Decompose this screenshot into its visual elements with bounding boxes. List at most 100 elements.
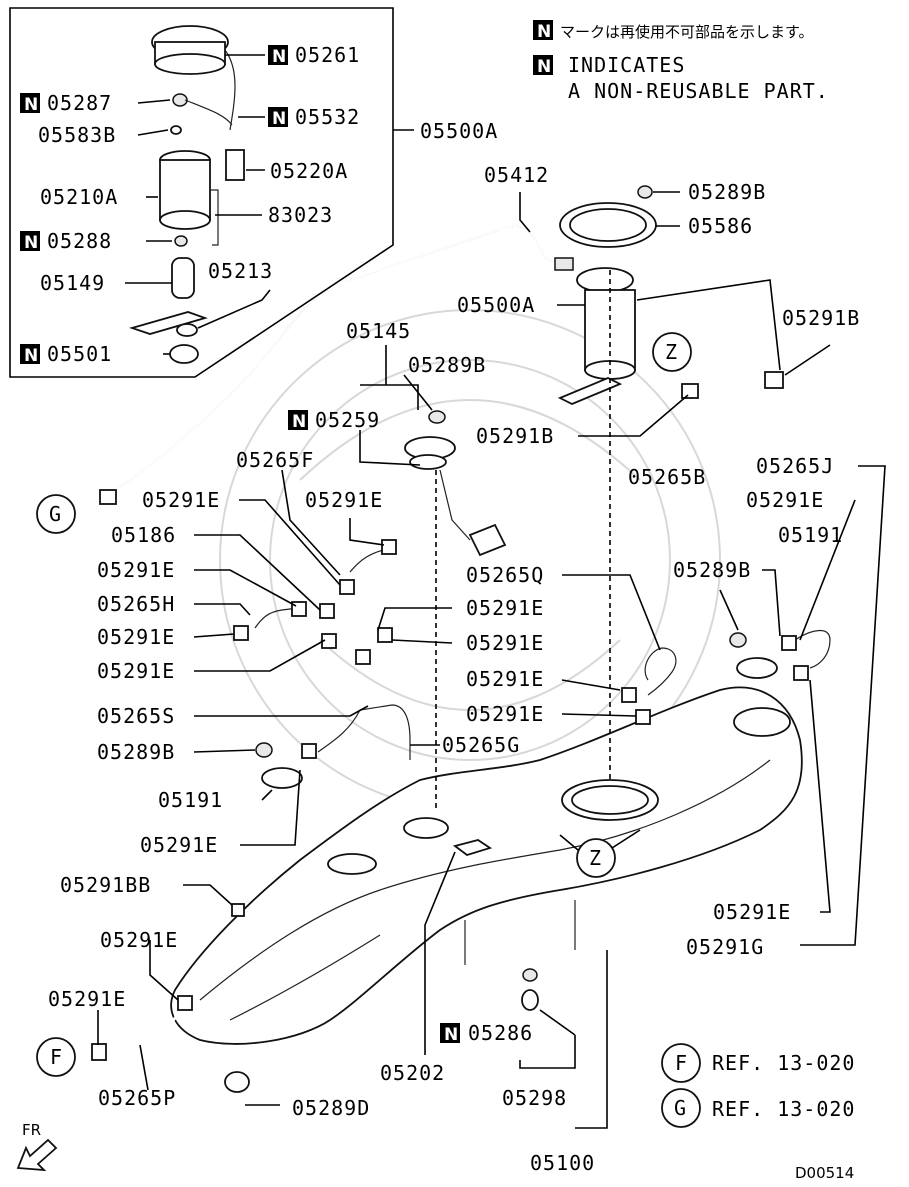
- label-05412: 05412: [484, 163, 549, 187]
- svg-text:N: N: [272, 47, 286, 67]
- ref-text-g: REF. 13-020: [712, 1097, 855, 1121]
- label-05265P: 05265P: [98, 1086, 176, 1110]
- svg-text:N: N: [24, 95, 38, 115]
- label-05500A-box: 05500A: [420, 119, 498, 143]
- legend-english-line-1: INDICATES: [568, 53, 685, 77]
- label-05291E-r2: 05291E: [713, 900, 791, 924]
- legend-english-line-2: A NON-REUSABLE PART.: [568, 79, 829, 103]
- label-05291E-k: 05291E: [100, 928, 178, 952]
- fuel-line-connector: [99, 489, 117, 505]
- label-05291E-a: 05291E: [142, 488, 220, 512]
- diagram-code: D00514: [795, 1164, 854, 1182]
- svg-text:F: F: [675, 1051, 688, 1075]
- label-05100: 05100: [530, 1151, 595, 1175]
- clamps: [91, 539, 809, 1093]
- label-05500A: 05500A: [457, 293, 535, 317]
- fuel-tank-05100: [170, 686, 803, 1045]
- svg-text:G: G: [49, 502, 62, 526]
- svg-text:G: G: [674, 1096, 687, 1120]
- label-05289B-left: 05289B: [97, 740, 175, 764]
- front-arrow: FR: [16, 1121, 58, 1172]
- label-05291E-b: 05291E: [305, 488, 383, 512]
- ref-circle-g: [36, 494, 76, 534]
- label-05291E-f: 05291E: [466, 631, 544, 655]
- legend-badge-2: [533, 55, 553, 75]
- legend-badge-letter-1: N: [537, 22, 551, 42]
- label-05186: 05186: [111, 523, 176, 547]
- svg-text:N: N: [292, 412, 306, 432]
- label-05286: 05286: [468, 1021, 533, 1045]
- ref-circle-f: [36, 1037, 76, 1077]
- label-05261: 05261: [295, 43, 360, 67]
- label-05291E-r1: 05291E: [746, 488, 824, 512]
- clamp-05291B-right: [764, 371, 784, 389]
- label-05291E-e: 05291E: [97, 625, 175, 649]
- label-05265B: 05265B: [628, 465, 706, 489]
- label-05265G: 05265G: [442, 733, 520, 757]
- svg-text:N: N: [444, 1025, 458, 1045]
- label-05291BB: 05291BB: [60, 873, 151, 897]
- label-05191-right: 05191: [778, 523, 843, 547]
- svg-text:N: N: [24, 233, 38, 253]
- ref-circle-g-legend: [661, 1088, 701, 1128]
- label-05586: 05586: [688, 214, 753, 238]
- ref-circle-f-legend: [661, 1043, 701, 1083]
- label-05501: 05501: [47, 342, 112, 366]
- label-05291E-g: 05291E: [97, 659, 175, 683]
- label-05289B-mid: 05289B: [408, 353, 486, 377]
- label-05220A: 05220A: [270, 159, 348, 183]
- leader-lines: [97, 54, 886, 1129]
- label-05287: 05287: [47, 91, 112, 115]
- label-05291E-l: 05291E: [48, 987, 126, 1011]
- label-05532: 05532: [295, 105, 360, 129]
- label-05265F: 05265F: [236, 448, 314, 472]
- label-05191-left: 05191: [158, 788, 223, 812]
- label-05265S: 05265S: [97, 704, 175, 728]
- legend-badge-letter-2: N: [537, 57, 551, 77]
- label-05291B-right: 05291B: [782, 306, 860, 330]
- svg-text:N: N: [272, 109, 286, 129]
- label-05145: 05145: [346, 319, 411, 343]
- pump-module-05500A: [554, 257, 636, 405]
- svg-text:Z: Z: [665, 340, 678, 364]
- label-05291E-c: 05291E: [97, 558, 175, 582]
- label-05289D: 05289D: [292, 1096, 370, 1120]
- clamp-05291B-mid: [681, 383, 699, 399]
- label-05213: 05213: [208, 259, 273, 283]
- label-05265H: 05265H: [97, 592, 175, 616]
- label-05298: 05298: [502, 1086, 567, 1110]
- legend-japanese-text: マークは再使用不可部品を示します。: [560, 23, 814, 41]
- label-05265Q: 05265Q: [466, 563, 544, 587]
- label-05291E-i: 05291E: [466, 702, 544, 726]
- label-05291E-d: 05291E: [466, 596, 544, 620]
- label-05149: 05149: [40, 271, 105, 295]
- inset-pump-parts: [128, 25, 245, 364]
- seal-05289B-top: [637, 185, 653, 199]
- label-05583B: 05583B: [38, 123, 116, 147]
- label-05291E-h: 05291E: [466, 667, 544, 691]
- ref-circle-z-top: [652, 332, 692, 372]
- label-05202: 05202: [380, 1061, 445, 1085]
- legend: N マークは再使用不可部品を示します。 N INDICATES A NON-RE…: [533, 20, 829, 103]
- reference-circles: G Z Z F F G: [36, 332, 701, 1128]
- label-05291B-mid: 05291B: [476, 424, 554, 448]
- label-05291E-j: 05291E: [140, 833, 218, 857]
- inset-box: [9, 7, 394, 378]
- label-05210A: 05210A: [40, 185, 118, 209]
- label-05265J: 05265J: [756, 454, 834, 478]
- label-83023: 83023: [268, 203, 333, 227]
- label-05289B-top: 05289B: [688, 180, 766, 204]
- fr-label: FR: [22, 1121, 41, 1139]
- fr-arrow-icon: [16, 1138, 58, 1172]
- svg-text:F: F: [50, 1045, 63, 1069]
- label-05288: 05288: [47, 229, 112, 253]
- part-labels: 05261 05287 05532 05583B 05500A 05220A 0…: [38, 43, 860, 1175]
- legend-badge-1: [533, 20, 553, 40]
- svg-text:N: N: [24, 346, 38, 366]
- svg-text:Z: Z: [589, 846, 602, 870]
- label-05291G: 05291G: [686, 935, 764, 959]
- label-05259: 05259: [315, 408, 380, 432]
- label-05289B-right: 05289B: [673, 558, 751, 582]
